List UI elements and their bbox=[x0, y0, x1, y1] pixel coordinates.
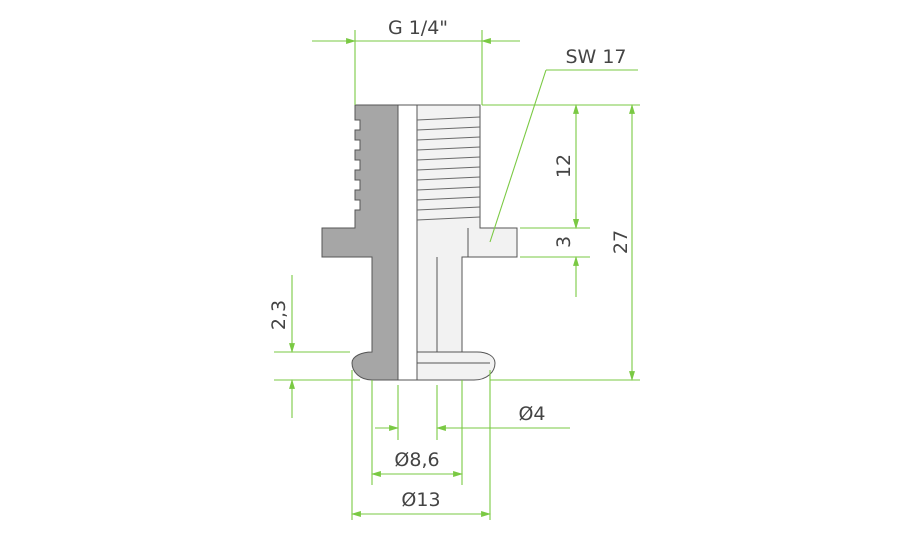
dim-thread-length: 12 bbox=[553, 104, 579, 229]
thread-length-label: 12 bbox=[553, 154, 575, 178]
shank-diameter-label: Ø8,6 bbox=[394, 449, 439, 471]
dim-flange: 3 bbox=[553, 213, 579, 297]
bead-height-label: 2,3 bbox=[268, 300, 290, 330]
thread-lines bbox=[416, 116, 481, 221]
dim-wrench: SW 17 bbox=[489, 46, 638, 243]
dim-total-length: 27 bbox=[610, 104, 635, 381]
total-length-label: 27 bbox=[610, 230, 632, 254]
bead-diameter-label: Ø13 bbox=[401, 489, 440, 511]
fitting-bore bbox=[397, 104, 418, 381]
wrench-size-label: SW 17 bbox=[565, 46, 626, 68]
dim-bead: Ø13 bbox=[351, 489, 491, 517]
dimensions: G 1/4" SW 17 12 3 27 bbox=[268, 17, 640, 520]
dim-bore: Ø4 bbox=[375, 403, 570, 431]
thread-label: G 1/4" bbox=[388, 17, 448, 39]
bore-diameter-label: Ø4 bbox=[518, 403, 545, 425]
dim-shank: Ø8,6 bbox=[371, 449, 463, 477]
flange-thickness-label: 3 bbox=[553, 236, 575, 248]
dim-thread: G 1/4" bbox=[312, 17, 520, 105]
dim-bead-height: 2,3 bbox=[268, 275, 360, 418]
fitting-part bbox=[321, 104, 518, 381]
fitting-section-half bbox=[321, 104, 399, 381]
fitting-view-half bbox=[416, 104, 518, 381]
